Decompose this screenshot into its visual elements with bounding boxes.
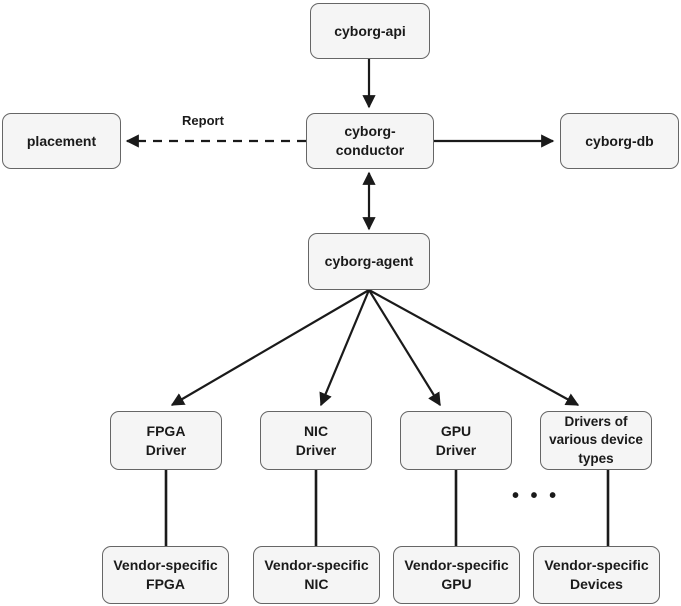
- node-vendor-specific-gpu[interactable]: Vendor-specific GPU: [393, 546, 520, 604]
- edge-agent-to-gpu-driver: [368, 289, 441, 407]
- node-cyborg-db[interactable]: cyborg-db: [560, 113, 679, 169]
- node-vendor-specific-nic[interactable]: Vendor-specific NIC: [253, 546, 380, 604]
- edge-agent-to-various-drivers: [368, 289, 580, 406]
- node-vendor-specific-devices[interactable]: Vendor-specific Devices: [533, 546, 660, 604]
- edge-label-report: Report: [182, 113, 224, 128]
- node-placement[interactable]: placement: [2, 113, 121, 169]
- node-nic-driver[interactable]: NIC Driver: [260, 411, 372, 470]
- node-cyborg-conductor[interactable]: cyborg-conductor: [306, 113, 434, 169]
- node-fpga-driver[interactable]: FPGA Driver: [110, 411, 222, 470]
- node-cyborg-agent[interactable]: cyborg-agent: [308, 233, 430, 290]
- node-vendor-specific-fpga[interactable]: Vendor-specific FPGA: [102, 546, 229, 604]
- ellipsis-more-drivers: • • •: [512, 485, 560, 507]
- edge-agent-to-fpga-driver: [170, 289, 370, 406]
- edge-agent-to-nic-driver: [319, 289, 371, 407]
- node-various-drivers[interactable]: Drivers of various device types: [540, 411, 652, 470]
- node-gpu-driver[interactable]: GPU Driver: [400, 411, 512, 470]
- node-cyborg-api[interactable]: cyborg-api: [310, 3, 430, 59]
